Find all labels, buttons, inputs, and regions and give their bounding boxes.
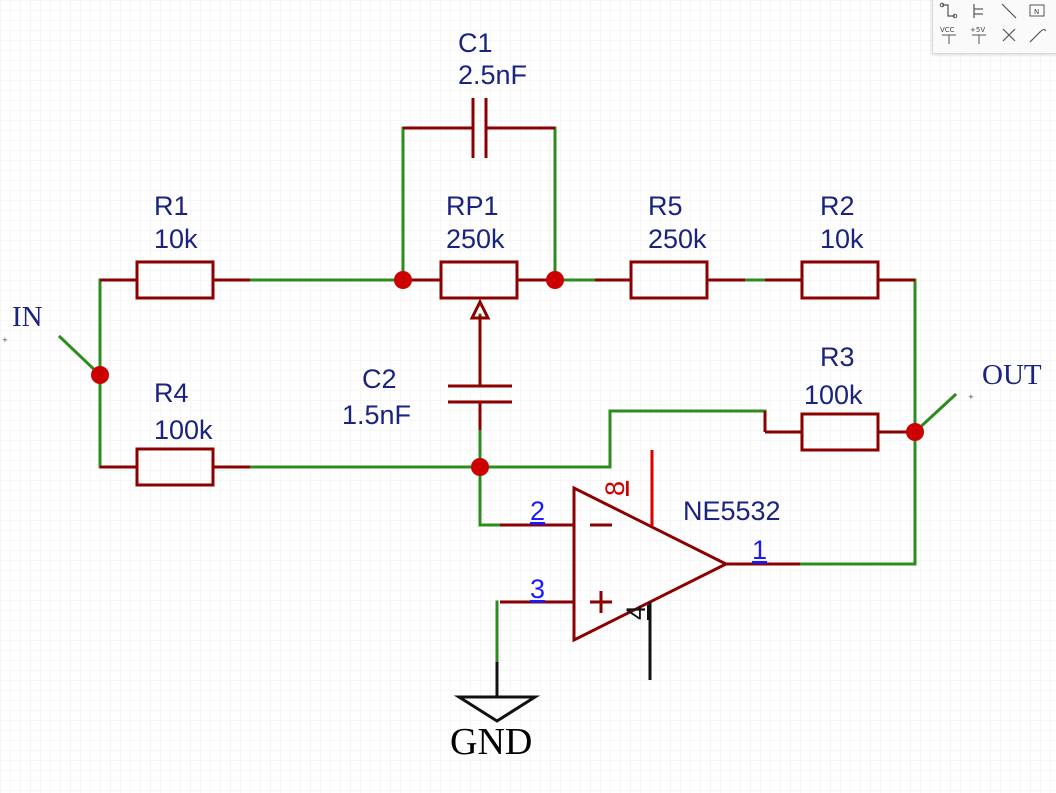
capacitor-c1[interactable] <box>403 98 555 158</box>
rp1-ref-label: RP1 <box>446 191 499 221</box>
r2-value-label: 10k <box>820 224 864 254</box>
pin-number-2: 2 <box>530 496 545 526</box>
net-label-out: OUT <box>982 359 1042 391</box>
pin-number-1: 1 <box>752 535 767 565</box>
junction-dot <box>394 271 412 289</box>
wire-in-stub[interactable] <box>57 334 103 378</box>
probe-tool-icon[interactable] <box>1027 25 1047 45</box>
r4-value-label: 100k <box>154 415 213 445</box>
line-tool-icon[interactable] <box>999 1 1019 21</box>
r4-ref-label: R4 <box>154 378 189 408</box>
plus5v-tool-text: +5V <box>970 26 985 34</box>
r5-ref-label: R5 <box>648 191 683 221</box>
junction-dot <box>546 271 564 289</box>
c1-ref-label: C1 <box>458 28 493 58</box>
pin-number-3: 3 <box>530 574 545 604</box>
pin-number-4: 4 <box>621 605 651 620</box>
opamp-part-label: NE5532 <box>683 496 781 526</box>
c2-ref-label: C2 <box>362 364 397 394</box>
wire-tool-icon[interactable] <box>939 1 959 21</box>
r5-value-label: 250k <box>648 224 707 254</box>
wire[interactable] <box>798 278 917 566</box>
ground-symbol[interactable] <box>453 662 541 723</box>
net-port-out-marker: + <box>968 393 974 401</box>
plus5v-tool-icon[interactable]: +5V <box>969 25 989 45</box>
resistor-r5[interactable] <box>595 260 745 300</box>
resistor-r2[interactable] <box>765 260 915 300</box>
junction-dot <box>906 423 924 441</box>
c2-value-label: 1.5nF <box>342 400 411 430</box>
r1-ref-label: R1 <box>154 191 189 221</box>
r1-value-label: 10k <box>154 224 198 254</box>
rp1-value-label: 250k <box>446 224 505 254</box>
net-label-tool-icon[interactable]: N <box>1027 1 1047 21</box>
resistor-r1[interactable] <box>100 260 250 300</box>
net-label-gnd: GND <box>450 721 532 763</box>
no-connect-tool-icon[interactable] <box>999 25 1019 45</box>
pin-number-8: 8 <box>600 481 630 496</box>
r2-ref-label: R2 <box>820 191 855 221</box>
c1-value-label: 2.5nF <box>458 60 527 90</box>
net-label-tool-text: N <box>1034 8 1039 16</box>
resistor-r3[interactable] <box>763 411 915 452</box>
wire[interactable] <box>478 465 502 527</box>
vcc-tool-text: VCC <box>940 26 955 34</box>
wire[interactable] <box>608 409 767 469</box>
junction-dot <box>91 366 109 384</box>
wire-out-stub[interactable] <box>912 392 958 435</box>
bus-entry-tool-icon[interactable] <box>969 1 989 21</box>
r3-value-label: 100k <box>804 380 863 410</box>
net-label-in: IN <box>12 301 43 333</box>
vcc-tool-icon[interactable]: VCC <box>939 25 959 45</box>
wiring-toolbar: N VCC +5V <box>932 0 1056 54</box>
junction-dot <box>471 458 489 476</box>
resistor-r4[interactable] <box>100 447 250 487</box>
junctions <box>91 271 924 476</box>
capacitor-c2[interactable] <box>448 358 512 430</box>
r3-ref-label: R3 <box>820 342 855 372</box>
net-port-in-marker: + <box>2 336 8 344</box>
